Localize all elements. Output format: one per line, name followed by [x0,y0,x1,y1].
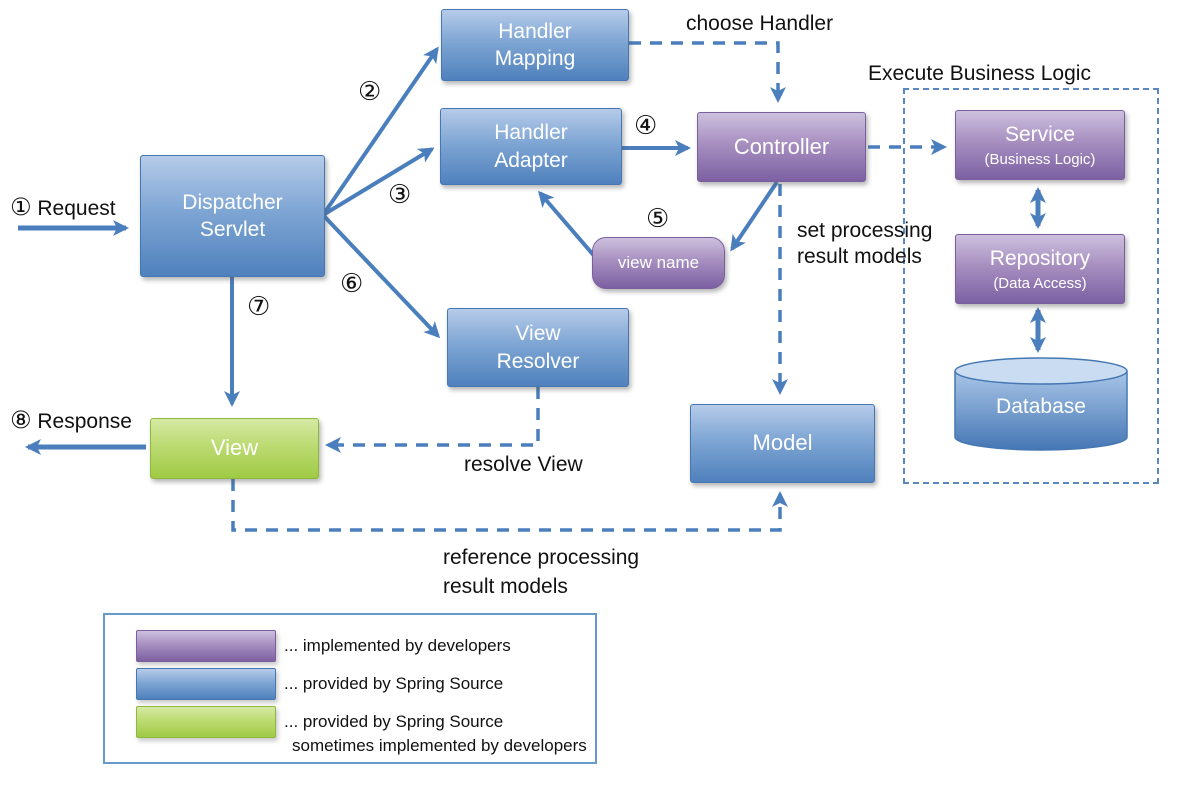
node-view-resolver: View Resolver [447,308,629,387]
step3-number: ③ [388,179,412,209]
node-label: Adapter [494,148,568,172]
dashed-choose-handler [629,41,786,103]
arrow-step2-to-handler-mapping [321,46,439,217]
set-processing-line1: set processing [797,219,933,242]
node-dispatcher-servlet: Dispatcher Servlet [140,155,325,277]
step1-text: Request [37,197,116,220]
dashed-reference-models [231,479,788,532]
set-processing-line2: result models [797,245,922,268]
step1-number: ① [10,194,32,221]
step4-number: ④ [634,110,658,140]
legend-swatch-green [136,706,276,738]
legend-label-blue: ... provided by Spring Source [284,674,504,693]
node-service: Service (Business Logic) [955,110,1125,180]
node-model: Model [690,404,875,483]
node-controller: Controller [697,112,866,182]
node-database-label: Database [996,395,1086,418]
node-view-name: view name [592,237,725,289]
step8-number: ⑧ [10,407,32,434]
legend-swatch-blue [136,668,276,700]
arrow-controller-to-view-name [730,180,779,252]
node-label: Mapping [494,47,576,70]
node-label: Handler [494,121,568,145]
node-label: Service [1004,122,1076,146]
node-label: Handler [498,19,572,43]
reference-models-line1: reference processing [443,546,640,569]
node-label: Servlet [199,218,266,241]
execute-business-logic-label: Execute Business Logic [868,62,1091,85]
step8-text: Response [37,410,132,433]
dashed-resolve-view [325,387,540,453]
node-view: View [150,418,319,479]
node-label: Repository [989,246,1091,270]
node-label: Model [752,430,813,456]
node-handler-adapter: Handler Adapter [440,108,622,185]
step5-number: ⑤ [646,203,670,233]
step1-request-label: ① Request [10,193,116,222]
legend-label-purple: ... implemented by developers [284,636,511,655]
business-logic-container [903,88,1159,484]
set-processing-label: set processing result models [797,218,932,270]
step2-number: ② [358,76,382,106]
node-sublabel: (Data Access) [993,274,1087,292]
node-label: View [210,435,259,461]
node-label: Dispatcher [182,190,283,214]
resolve-view-label: resolve View [464,453,583,476]
node-label: Controller [733,133,830,159]
legend-label-green-line2: sometimes implemented by developers [292,736,587,755]
node-handler-mapping: Handler Mapping [441,9,629,81]
legend-box: ... implemented by developers ... provid… [103,613,597,764]
step8-response-label: ⑧ Response [10,406,132,435]
node-label: view name [617,252,700,272]
arrow-step3-to-handler-adapter [321,147,435,217]
choose-handler-label: choose Handler [686,12,834,35]
reference-models-label: reference processing result models [443,543,639,601]
reference-models-line2: result models [443,575,568,598]
step6-number: ⑥ [340,268,364,298]
legend-label-green-line1: ... provided by Spring Source [284,712,504,731]
node-label: Resolver [496,349,580,373]
step7-number: ⑦ [247,291,271,321]
node-sublabel: (Business Logic) [984,150,1096,168]
node-label: View [515,322,561,346]
node-repository: Repository (Data Access) [955,234,1125,304]
arrow-view-name-to-adapter [538,190,598,260]
legend-swatch-purple [136,630,276,662]
